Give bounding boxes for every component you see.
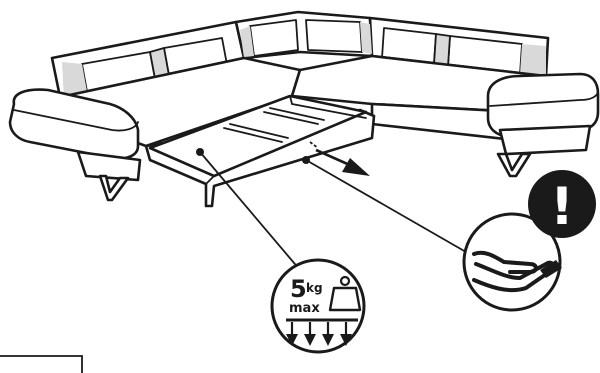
distributed-load-arrows-icon: [286, 318, 358, 346]
leader-line-load: [199, 151, 301, 271]
drawer-slat-1: [223, 123, 289, 143]
armrest-left: [8, 88, 140, 160]
hand-support-icon: [472, 250, 562, 293]
armrest-right: [486, 72, 600, 138]
weight-icon: [328, 275, 362, 312]
load-limit-badge: 5 kg max: [270, 258, 366, 354]
leg-left: [98, 174, 130, 202]
pull-direction-arrow: [309, 141, 370, 176]
warning-exclamation-icon: [528, 170, 596, 238]
warning-symbol: !: [550, 177, 574, 237]
drawer-slat-2: [263, 107, 325, 125]
leader-line-hand: [305, 159, 467, 253]
hand-support-badge: [462, 212, 562, 312]
corner-sofa: [8, 10, 600, 271]
leg-right: [496, 152, 532, 178]
warning-badge: !: [528, 170, 596, 238]
weight-unit: kg: [306, 281, 323, 295]
armrest-left-base: [76, 150, 142, 182]
corner-cushion-1: [249, 19, 299, 57]
weight-value: 5: [290, 275, 307, 303]
weight-limit-label: max: [289, 301, 320, 316]
armrest-right-base: [498, 124, 592, 156]
frame-corner: [0, 355, 83, 373]
